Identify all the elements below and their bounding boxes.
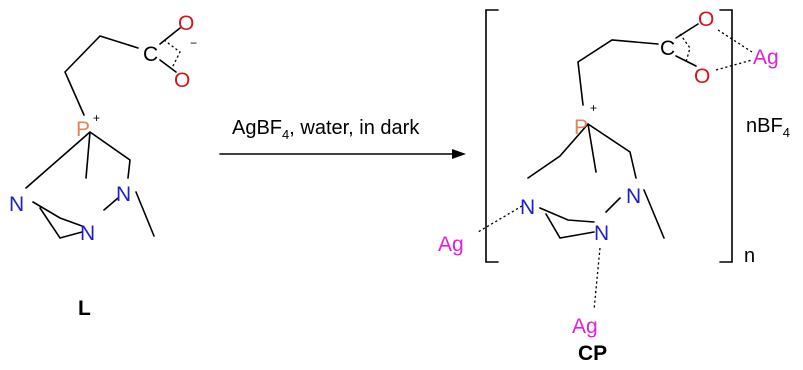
ligand-carboxylate-resonance (163, 39, 181, 69)
ligand-label: L (78, 297, 91, 320)
product-carboxylate-resonance (679, 33, 691, 63)
product-o-ag-coordination-upper (717, 29, 753, 53)
counterion-label: nBF4 (746, 115, 790, 140)
counterion-prefix: nBF (746, 115, 783, 137)
reaction-arrow: AgBF4, water, in dark (219, 117, 466, 159)
reaction-conditions: AgBF4, water, in dark (232, 117, 420, 142)
bracket-right (719, 9, 733, 263)
ligand-nitrogen-bottom: N (80, 222, 95, 245)
ligand-structure: C O − O P + N N N L (9, 12, 197, 320)
product-nitrogen-left: N (520, 196, 535, 219)
product-phosphorus: P (574, 116, 588, 139)
ligand-co-bond-lower (159, 59, 177, 73)
product-structure: C O O Ag P + N N N Ag Ag nBF4 n CP (438, 8, 790, 365)
counterion-subscript: 4 (783, 125, 790, 140)
ligand-plus-charge: + (93, 111, 100, 125)
ligand-propyl-chain (64, 35, 139, 116)
product-silver-left: Ag (438, 233, 464, 256)
conditions-rest: , water, in dark (289, 117, 420, 139)
ligand-oxygen-lower: O (174, 69, 190, 92)
product-carbon: C (660, 37, 675, 60)
product-nitrogen-right: N (626, 185, 641, 208)
conditions-subscript: 4 (282, 127, 289, 142)
product-oxygen-lower: O (694, 65, 710, 88)
ligand-cage-bonds (25, 131, 155, 239)
product-cage-bonds (527, 123, 665, 239)
product-label: CP (578, 342, 607, 365)
product-silver-bottom: Ag (572, 315, 598, 338)
product-n-ag-coordination-bottom (593, 247, 601, 311)
ligand-nitrogen-left: N (9, 193, 24, 216)
product-oxygen-upper: O (698, 8, 714, 31)
product-n-ag-coordination-left (477, 205, 523, 233)
ligand-oxygen-upper: O (178, 12, 194, 35)
product-o-ag-coordination-lower (715, 59, 753, 71)
product-silver-carboxylate: Ag (753, 46, 779, 69)
product-co-bond-upper (675, 23, 699, 39)
product-plus-charge: + (590, 101, 597, 115)
ligand-carbon: C (143, 43, 158, 66)
arrow-head (452, 149, 466, 159)
product-nitrogen-bottom: N (594, 222, 609, 245)
ligand-minus-charge: − (190, 36, 197, 50)
ligand-co-bond-upper (159, 27, 181, 45)
product-propyl-chain (577, 39, 659, 106)
ligand-phosphorus: P (76, 118, 90, 141)
ligand-nitrogen-right: N (116, 183, 131, 206)
conditions-reagent: AgBF (232, 117, 282, 139)
bracket-left (485, 9, 499, 263)
repeat-unit-label: n (744, 245, 755, 267)
